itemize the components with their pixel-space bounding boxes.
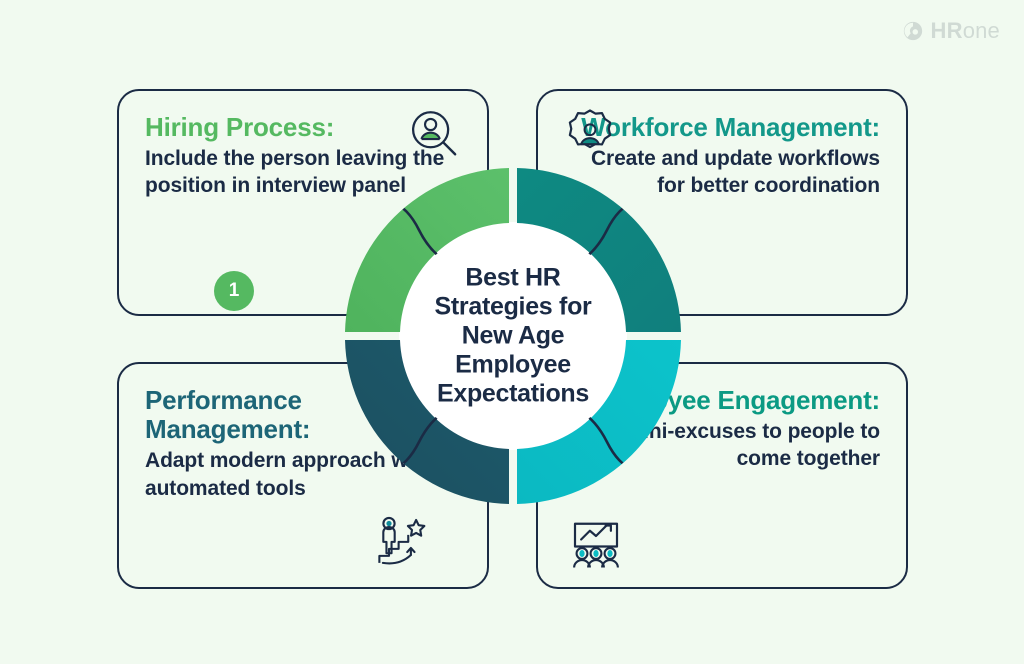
- person-gear-icon: [568, 109, 612, 149]
- person-stairs-star-icon: [378, 516, 426, 565]
- donut-inner-disc: [401, 224, 625, 448]
- donut-segments: [345, 168, 681, 504]
- hrone-swirl-icon: [903, 21, 922, 41]
- brand-logo: HRone: [902, 18, 1001, 44]
- card-number-badge: 1: [214, 271, 254, 311]
- brand-wordmark-bold: HR: [930, 18, 963, 43]
- card-hiring-process[interactable]: Hiring Process: Include the person leavi…: [117, 89, 489, 316]
- donut-segment-bottom-left: [345, 340, 509, 504]
- card-body: Include the person leaving the position …: [145, 147, 445, 198]
- card-title: Workforce Management:: [581, 112, 880, 142]
- donut-segment-bottom-right: [517, 340, 681, 504]
- brand-wordmark-light: one: [962, 18, 1000, 43]
- card-title: Performance Management:: [145, 385, 311, 445]
- presentation-audience-icon: [573, 522, 619, 568]
- card-number: 1: [228, 280, 240, 301]
- person-magnifier-icon: [411, 111, 457, 156]
- donut-segment-top-left: [345, 168, 509, 332]
- brand-wordmark: HRone: [931, 18, 1001, 44]
- card-performance-management[interactable]: Performance Management: Adapt modern app…: [117, 362, 489, 589]
- donut-segment-top-right: [517, 168, 681, 332]
- card-title: Hiring Process:: [145, 112, 335, 142]
- donut-chart: [345, 168, 681, 504]
- card-body: Adapt modern approach with automated too…: [145, 449, 433, 500]
- card-workforce-management[interactable]: Workforce Management: Create and update …: [536, 89, 908, 316]
- card-body: Create and update workflows for better c…: [590, 147, 880, 198]
